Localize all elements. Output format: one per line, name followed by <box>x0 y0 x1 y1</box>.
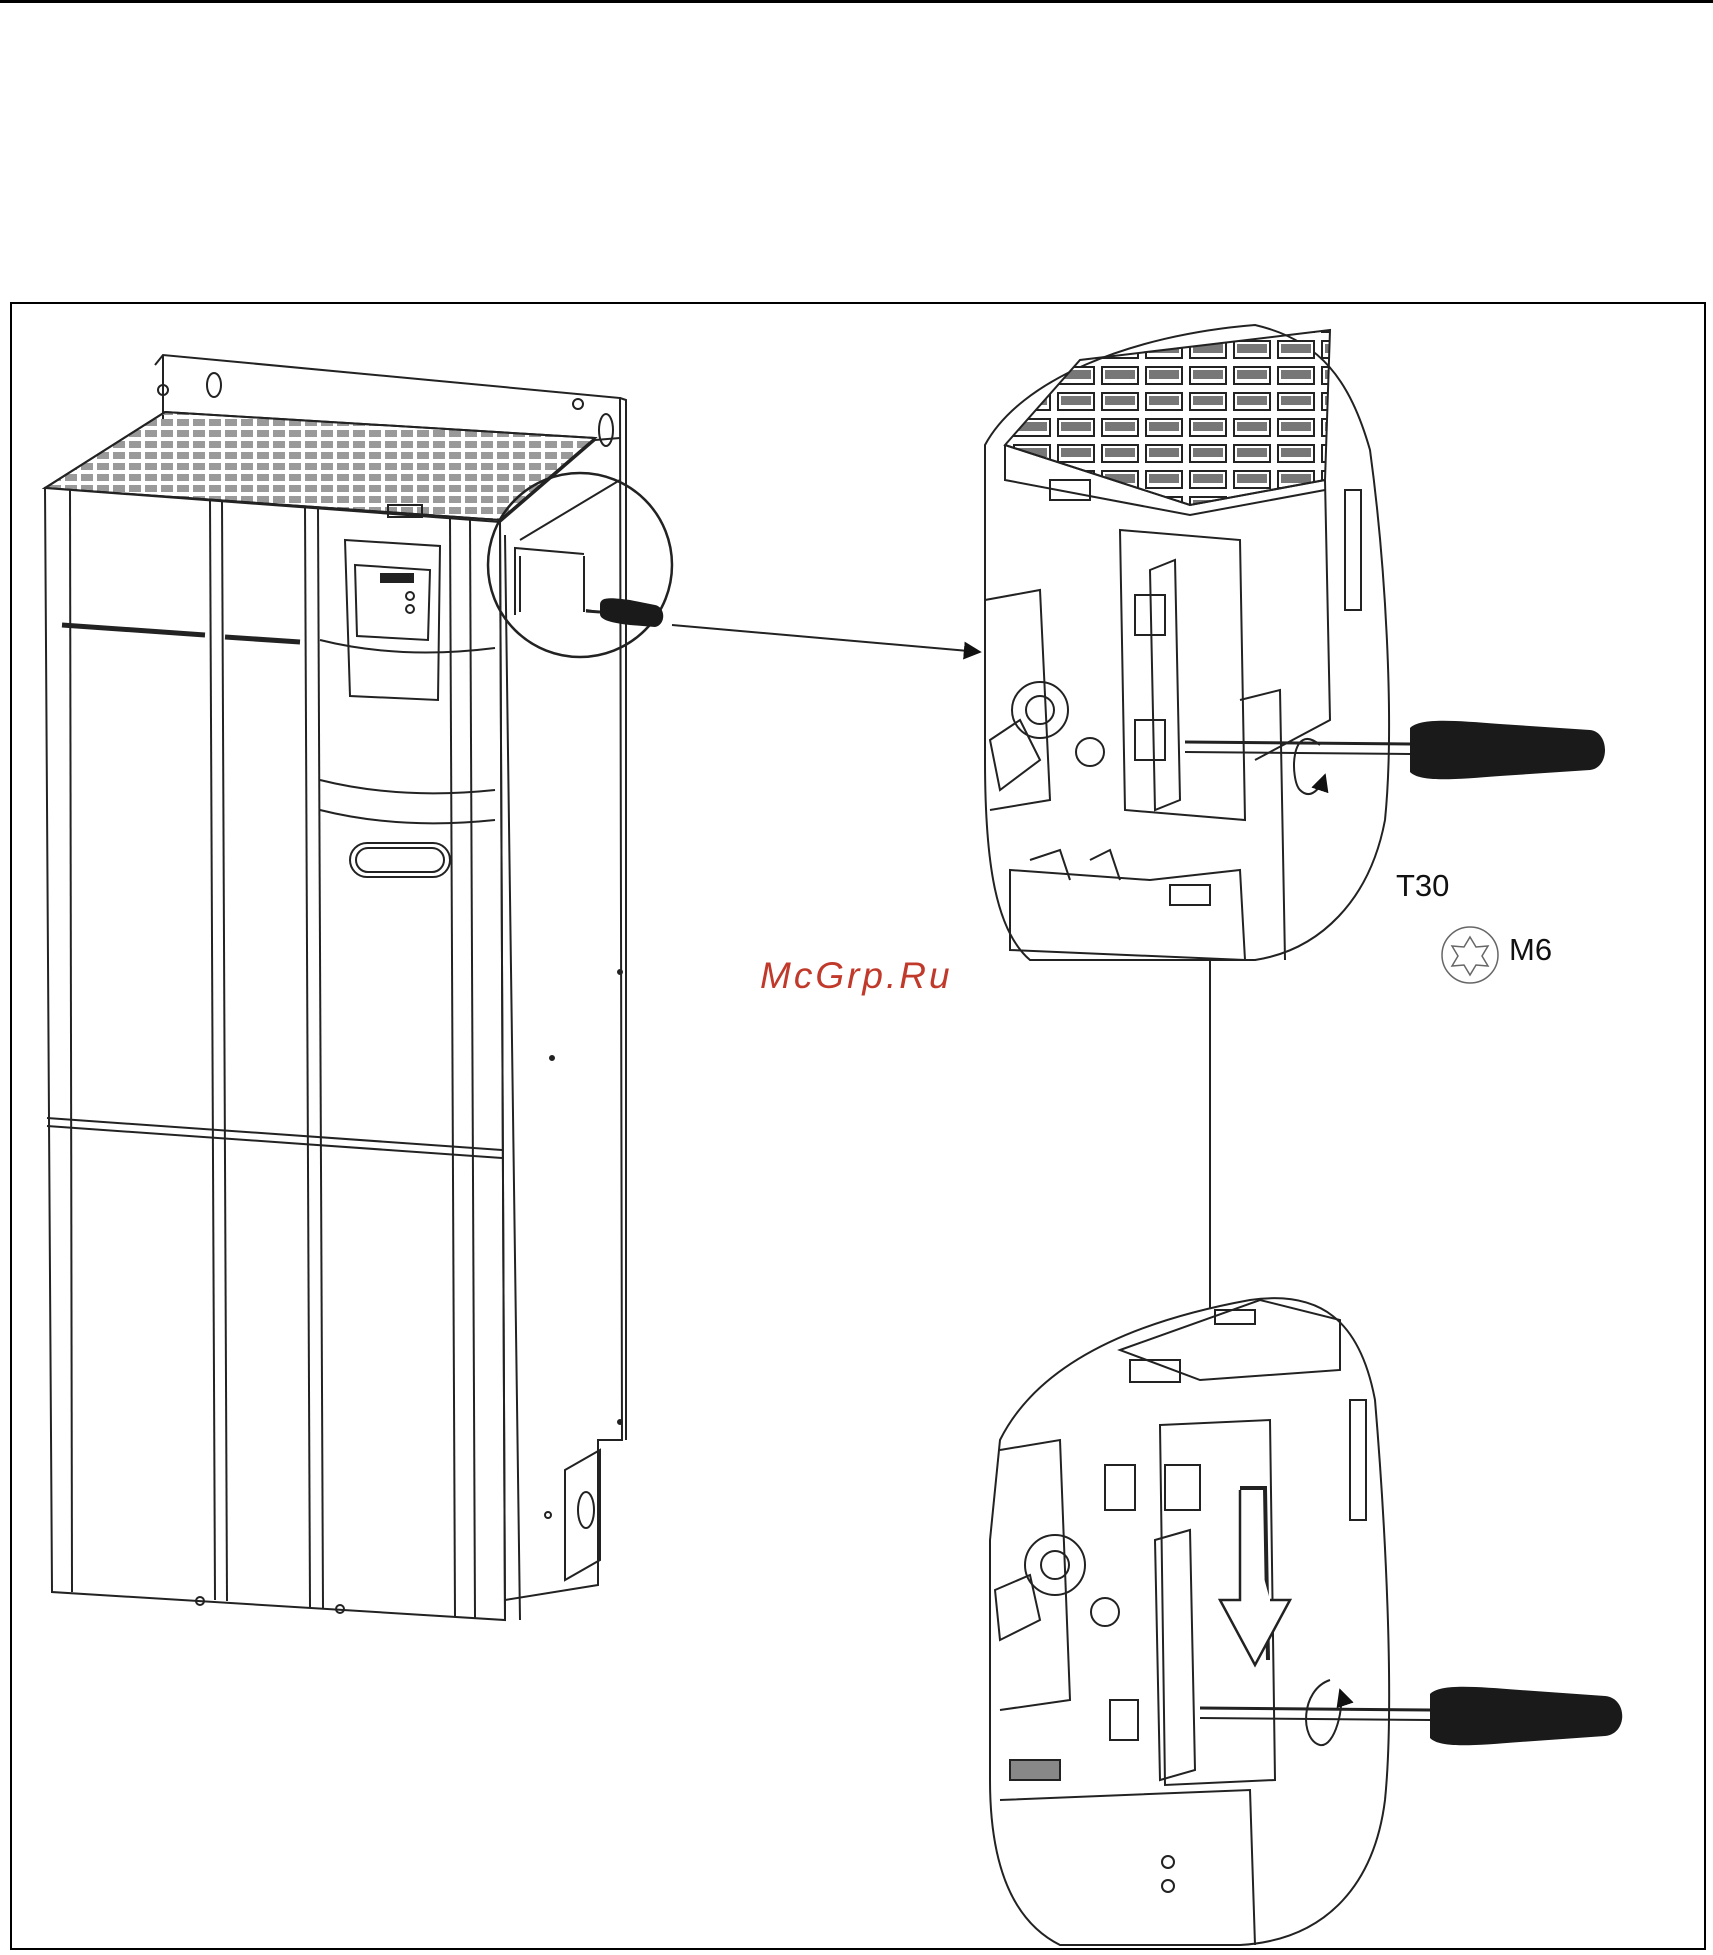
torx-size-label: T30 <box>1396 868 1449 904</box>
detail-view-loosen <box>985 325 1605 960</box>
drive-cabinet <box>45 355 626 1620</box>
detail-view-lower <box>990 1298 1622 1945</box>
screw-size-label: M6 <box>1509 932 1552 968</box>
detail-magnify-circle <box>488 473 672 657</box>
watermark: McGrp.Ru <box>760 955 953 997</box>
callout-arrow <box>672 625 980 652</box>
torx-star-icon <box>1442 927 1498 983</box>
screwdriver-icon <box>520 556 663 627</box>
